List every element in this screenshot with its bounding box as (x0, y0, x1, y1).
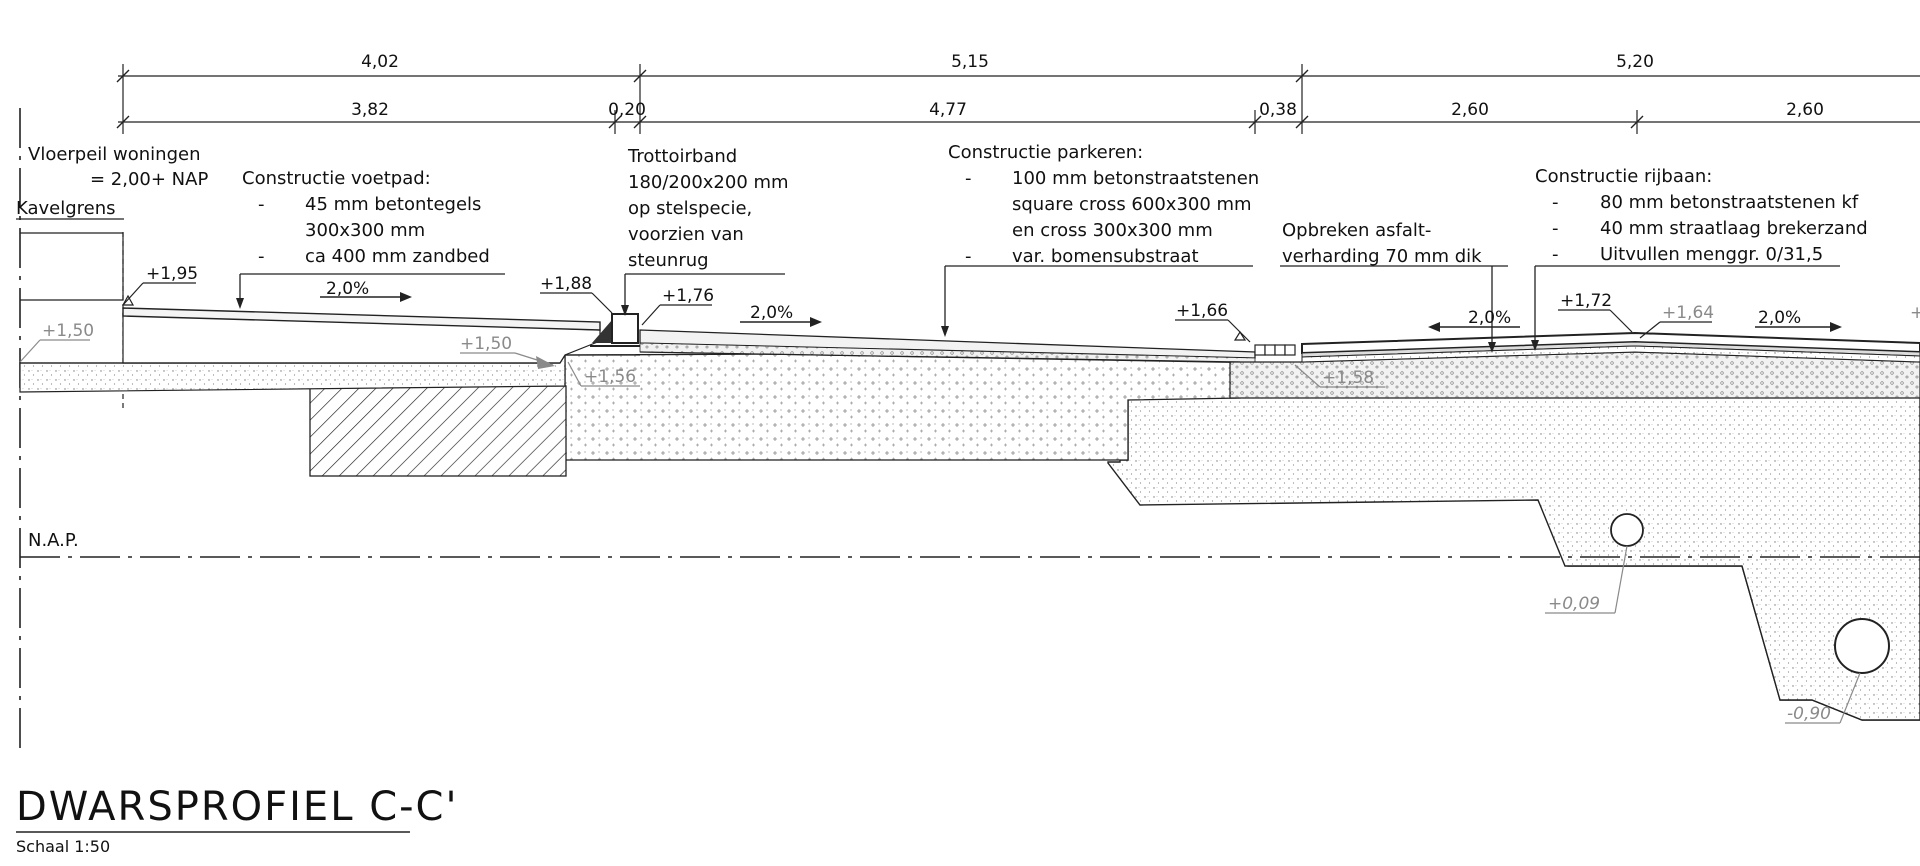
curb-support (592, 320, 612, 343)
parkeren-line2: square cross 600x300 mm (1012, 194, 1252, 215)
level-164: +1,64 (1662, 303, 1714, 323)
rijbaan-dash-2: - (1552, 218, 1559, 239)
rijbaan-dash-1: - (1552, 192, 1559, 213)
level-156: +1,56 (584, 367, 636, 387)
drawing-title: DWARSPROFIEL C-C' (16, 784, 458, 830)
leader-arrows (236, 298, 1539, 353)
level-172: +1,72 (1560, 291, 1612, 311)
parkeren-dash-2: - (965, 246, 972, 267)
dim-top-3: 5,20 (1616, 52, 1654, 72)
footpath-tiles (122, 307, 601, 331)
voetpad-line2: 300x300 mm (305, 220, 425, 241)
curb-stone (611, 313, 639, 344)
leader-lines (239, 265, 1840, 350)
slope-footpath: 2,0% (326, 279, 369, 299)
slope-road-right: 2,0% (1758, 308, 1801, 328)
level-150-mid: +1,50 (460, 334, 512, 354)
slope-road-left: 2,0% (1468, 308, 1511, 328)
drawing-scale: Schaal 1:50 (16, 837, 110, 856)
level-195: +1,95 (146, 264, 198, 284)
sand-layer-mid (1107, 393, 1920, 721)
vloerpeil-line1: Vloerpeil woningen (28, 144, 201, 165)
opbreken-line2: verharding 70 mm dik (1282, 246, 1482, 267)
trottoir-line2: 180/200x200 mm (628, 172, 789, 193)
level-plus: + (1910, 303, 1920, 323)
voetpad-dash-2: - (258, 246, 265, 267)
level-158: +1,58 (1322, 368, 1374, 388)
rijbaan-dash-3: - (1552, 244, 1559, 265)
dim-2-4: 0,38 (1259, 100, 1297, 120)
house-outline (20, 232, 124, 301)
dim-2-2: 0,20 (608, 100, 646, 120)
opbreken-line1: Opbreken asfalt- (1282, 220, 1431, 241)
rijbaan-line2: 40 mm straatlaag brekerzand (1600, 218, 1868, 239)
parkeren-line1: 100 mm betonstraatstenen (1012, 168, 1259, 189)
pipe-large (1834, 618, 1890, 674)
level-176: +1,76 (662, 286, 714, 306)
vloerpeil-line2: = 2,00+ NAP (90, 169, 208, 190)
nap-label: N.A.P. (28, 530, 79, 551)
dim-2-1: 3,82 (351, 100, 389, 120)
dim-top-2: 5,15 (951, 52, 989, 72)
kavelgrens-label: Kavelgrens (16, 198, 116, 219)
voetpad-line3: ca 400 mm zandbed (305, 246, 490, 267)
trottoir-line1: Trottoirband (627, 146, 737, 167)
level-markers (121, 282, 1712, 343)
voetpad-title: Constructie voetpad: (242, 168, 431, 189)
slope-parking: 2,0% (750, 303, 793, 323)
rijbaan-line1: 80 mm betonstraatstenen kf (1600, 192, 1859, 213)
parkeren-title: Constructie parkeren: (948, 142, 1143, 163)
level-150-left: +1,50 (42, 321, 94, 341)
hatched-foundation (309, 385, 567, 477)
slope-arrows (320, 296, 1830, 328)
trottoir-line3: op stelspecie, (628, 198, 752, 219)
trottoir-line4: voorzien van (628, 224, 744, 245)
rijbaan-title: Constructie rijbaan: (1535, 166, 1712, 187)
level-166: +1,66 (1176, 301, 1228, 321)
level-090: -0,90 (1787, 704, 1831, 724)
pipe-small (1610, 513, 1644, 547)
parkeren-dash-1: - (965, 168, 972, 189)
level-188: +1,88 (540, 274, 592, 294)
level-009: +0,09 (1548, 594, 1600, 614)
dim-top-1: 4,02 (361, 52, 399, 72)
dim-2-6: 2,60 (1786, 100, 1824, 120)
dim-2-3: 4,77 (929, 100, 967, 120)
trottoir-line5: steunrug (628, 250, 709, 271)
voetpad-dash-1: - (258, 194, 265, 215)
dimension-lines (116, 64, 1920, 134)
voetpad-line1: 45 mm betontegels (305, 194, 481, 215)
rijbaan-line3: Uitvullen menggr. 0/31,5 (1600, 244, 1823, 265)
parkeren-line3: en cross 300x300 mm (1012, 220, 1213, 241)
parkeren-line4: var. bomensubstraat (1012, 246, 1199, 267)
dim-2-5: 2,60 (1451, 100, 1489, 120)
